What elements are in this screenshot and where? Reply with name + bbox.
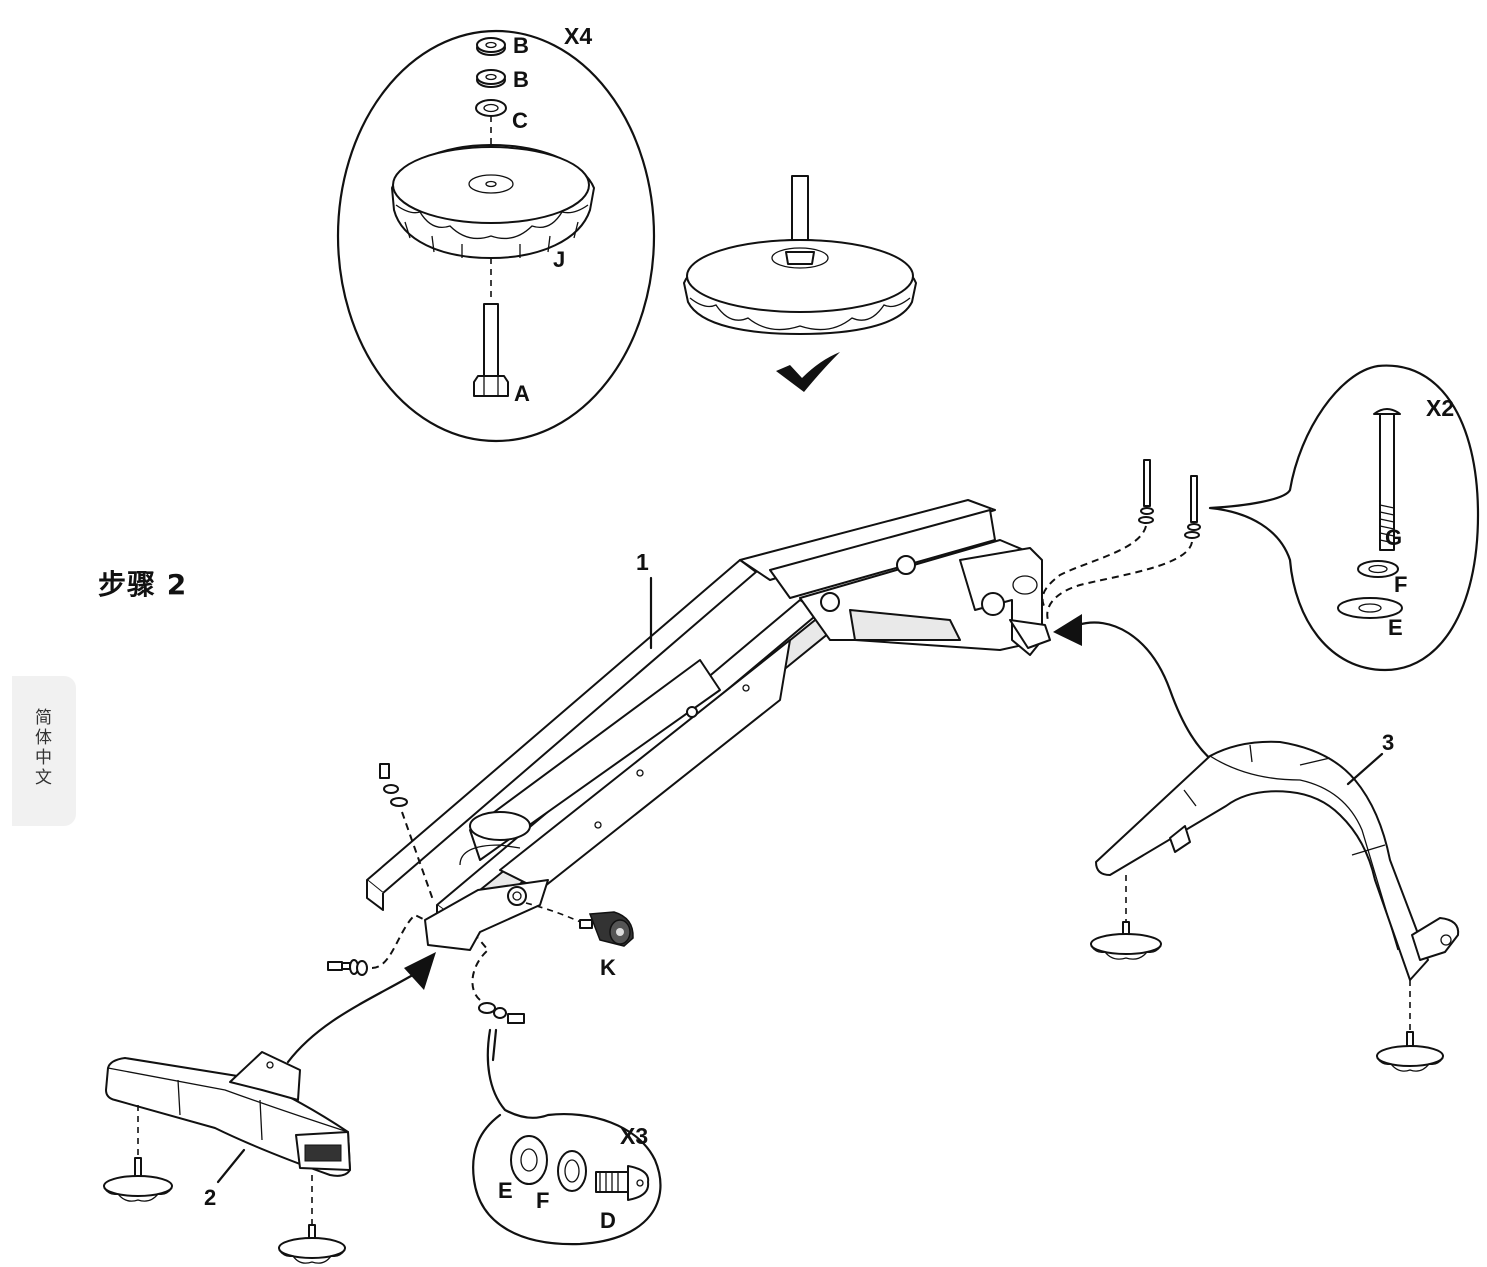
callout-feet: X4 B B C J A <box>336 23 656 443</box>
arrow-icon <box>286 970 420 1064</box>
front-top-bolt <box>379 763 434 901</box>
rear-leg-foot-2 <box>1376 980 1444 1072</box>
washer-e-front <box>510 1135 548 1185</box>
callout-rear-qty: X2 <box>1426 395 1454 421</box>
callout-feet-qty: X4 <box>564 23 592 49</box>
assembled-foot <box>683 175 917 335</box>
language-tab-label: 简体中文 <box>31 708 51 788</box>
bolt-g <box>1373 408 1401 551</box>
nut-b-1 <box>476 37 506 56</box>
washer-e <box>1337 597 1403 619</box>
label-e-rear: E <box>1388 615 1403 640</box>
front-lower-bolt <box>471 937 525 1024</box>
language-tab[interactable]: 简体中文 <box>12 676 76 826</box>
label-a: A <box>514 381 530 406</box>
label-part-3: 3 <box>1382 730 1394 755</box>
rear-bolts <box>1041 459 1201 621</box>
label-g: G <box>1385 525 1402 550</box>
label-j: J <box>553 247 565 272</box>
callout-front-bolts: X3 E F D <box>472 1028 662 1246</box>
callout-rear-bolts: X2 G F E <box>1208 364 1480 672</box>
nut-b-2 <box>476 69 506 88</box>
label-e-front: E <box>498 1178 513 1203</box>
label-d: D <box>600 1208 616 1233</box>
checkmark-icon <box>776 352 840 392</box>
front-leg <box>105 1051 351 1184</box>
lock-washer-f <box>1357 560 1399 578</box>
bolt-d <box>595 1165 650 1201</box>
washer-c <box>475 99 507 117</box>
label-k: K <box>600 955 616 980</box>
label-part-1: 1 <box>636 549 649 575</box>
label-b-2: B <box>513 67 529 92</box>
bolt-a <box>473 303 509 397</box>
front-leg-foot-2 <box>278 1175 346 1264</box>
rear-leg-foot-1 <box>1090 875 1162 960</box>
foot-j <box>391 144 595 259</box>
front-leg-foot-1 <box>103 1105 173 1202</box>
front-side-bolt <box>327 913 426 976</box>
main-frame <box>366 499 1051 951</box>
knob-k <box>525 902 634 947</box>
label-c: C <box>512 108 528 133</box>
lock-washer-f-front <box>557 1150 587 1192</box>
label-f-rear: F <box>1394 572 1407 597</box>
callout-front-qty: X3 <box>620 1123 648 1149</box>
label-part-2: 2 <box>204 1185 216 1210</box>
label-b-1: B <box>513 33 529 58</box>
step-title: 步骤 2 <box>98 568 188 601</box>
rear-leg <box>1095 740 1460 981</box>
label-f-front: F <box>536 1188 549 1213</box>
